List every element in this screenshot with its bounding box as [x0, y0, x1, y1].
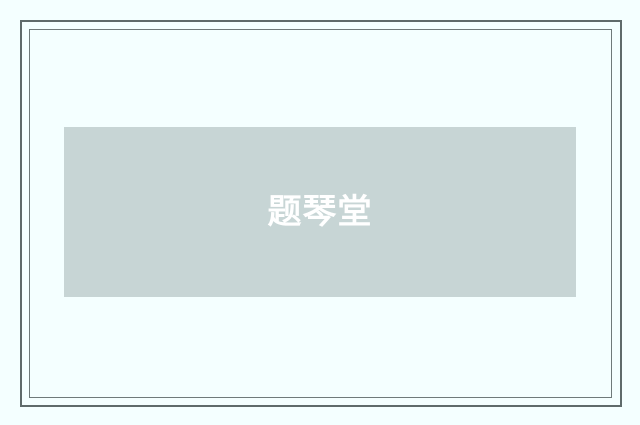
inner-border-frame: [29, 29, 612, 398]
banner-title: 题琴堂: [267, 192, 373, 232]
title-banner: 题琴堂: [64, 127, 576, 297]
outer-border-frame: [20, 20, 622, 407]
